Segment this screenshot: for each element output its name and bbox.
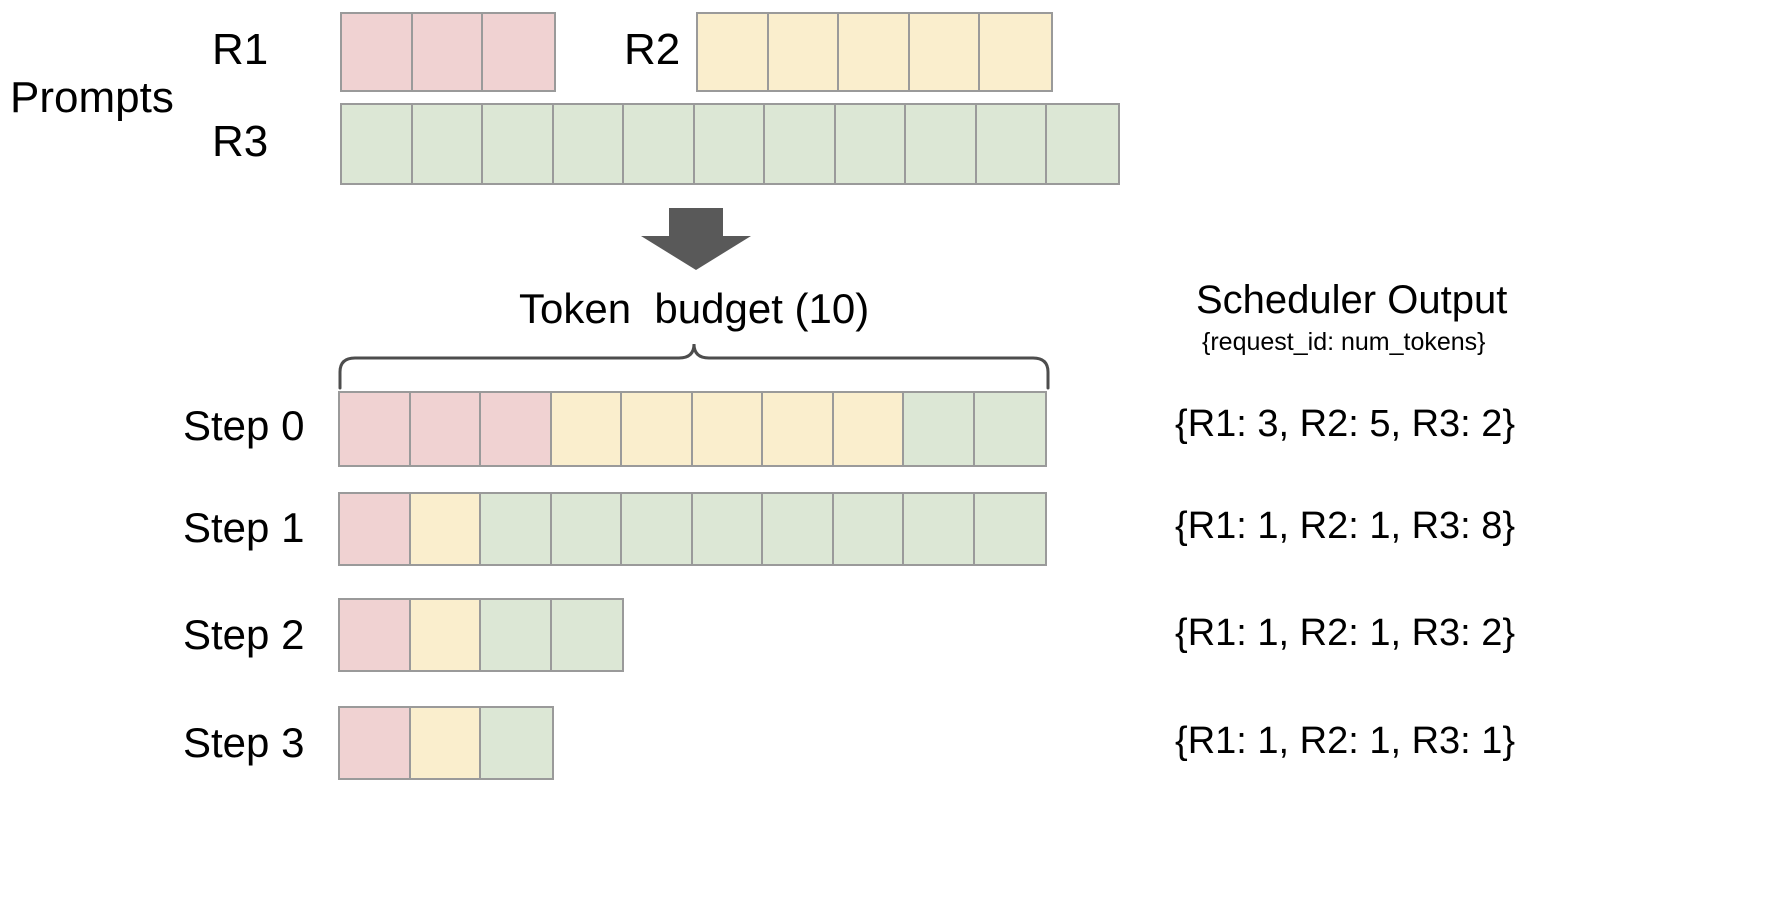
request-label-r3: R3 <box>212 117 269 166</box>
token-cell-r3 <box>412 105 483 183</box>
token-cell-r3 <box>481 708 552 778</box>
token-cell-r3 <box>342 105 413 183</box>
step-label-1: Step 1 <box>183 504 305 551</box>
token-cell-r3 <box>974 494 1045 564</box>
step-strip-2 <box>338 598 624 672</box>
scheduler-output-subheader: {request_id: num_tokens} <box>1202 328 1486 356</box>
token-cell-r2 <box>410 494 481 564</box>
token-cell-r3 <box>553 105 624 183</box>
token-cell-r2 <box>410 600 481 670</box>
step-label-2: Step 2 <box>183 611 305 658</box>
prompt-strip-r2 <box>696 12 1053 92</box>
token-cell-r3 <box>904 494 975 564</box>
token-cell-r3 <box>765 105 836 183</box>
token-cell-r3 <box>976 105 1047 183</box>
scheduler-output-header: Scheduler Output <box>1196 278 1508 322</box>
prompt-strip-r3 <box>340 103 1120 185</box>
token-cell-r3 <box>694 105 765 183</box>
token-cell-r3 <box>551 494 622 564</box>
token-cell-r1 <box>410 393 481 465</box>
down-arrow-icon <box>636 208 756 270</box>
token-cell-r2 <box>833 393 904 465</box>
token-cell-r1 <box>340 708 411 778</box>
step-strip-3 <box>338 706 554 780</box>
request-label-r1: R1 <box>212 25 269 74</box>
token-cell-r1 <box>340 393 411 465</box>
token-cell-r1 <box>340 600 411 670</box>
token-cell-r2 <box>698 14 769 90</box>
step-label-3: Step 3 <box>183 719 305 766</box>
token-cell-r3 <box>483 105 554 183</box>
token-cell-r3 <box>904 393 975 465</box>
token-cell-r1 <box>342 14 413 90</box>
prompt-strip-r1 <box>340 12 556 92</box>
token-cell-r3 <box>551 600 622 670</box>
token-cell-r3 <box>906 105 977 183</box>
step-strip-0 <box>338 391 1047 467</box>
token-cell-r3 <box>974 393 1045 465</box>
token-cell-r3 <box>692 494 763 564</box>
token-cell-r2 <box>763 393 834 465</box>
token-cell-r3 <box>481 494 552 564</box>
token-cell-r3 <box>833 494 904 564</box>
token-cell-r1 <box>412 14 483 90</box>
scheduler-output-1: {R1: 1, R2: 1, R3: 8} <box>1175 505 1516 547</box>
curly-brace-icon <box>338 341 1050 390</box>
token-cell-r2 <box>551 393 622 465</box>
token-cell-r3 <box>481 600 552 670</box>
token-cell-r2 <box>839 14 910 90</box>
token-cell-r3 <box>622 494 693 564</box>
token-cell-r2 <box>980 14 1051 90</box>
prompts-label: Prompts <box>10 73 174 122</box>
token-cell-r3 <box>763 494 834 564</box>
scheduler-output-2: {R1: 1, R2: 1, R3: 2} <box>1175 612 1516 654</box>
step-label-0: Step 0 <box>183 402 305 449</box>
token-cell-r1 <box>340 494 411 564</box>
token-cell-r2 <box>768 14 839 90</box>
token-budget-label: Token budget (10) <box>519 285 870 332</box>
scheduler-output-0: {R1: 3, R2: 5, R3: 2} <box>1175 403 1516 445</box>
step-strip-1 <box>338 492 1047 566</box>
token-cell-r3 <box>1047 105 1118 183</box>
token-cell-r2 <box>410 708 481 778</box>
request-label-r2: R2 <box>624 25 681 74</box>
token-cell-r2 <box>622 393 693 465</box>
token-cell-r1 <box>483 14 554 90</box>
token-cell-r2 <box>692 393 763 465</box>
token-cell-r3 <box>835 105 906 183</box>
token-cell-r3 <box>624 105 695 183</box>
token-cell-r2 <box>909 14 980 90</box>
token-cell-r1 <box>481 393 552 465</box>
scheduler-output-3: {R1: 1, R2: 1, R3: 1} <box>1175 720 1516 762</box>
